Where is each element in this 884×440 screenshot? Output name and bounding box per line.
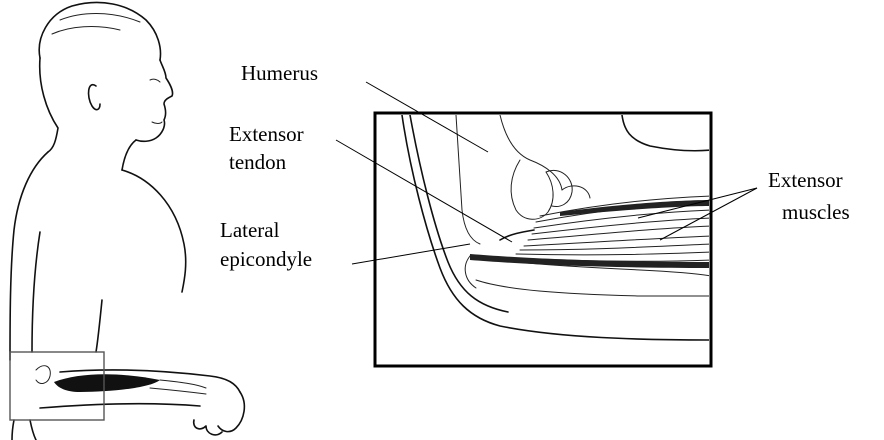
label-humerus: Humerus — [241, 60, 318, 86]
label-lateral-epicondyle-line2: epicondyle — [220, 246, 312, 272]
label-extensor-muscles-line2: muscles — [782, 199, 850, 225]
label-extensor-tendon-line2: tendon — [229, 149, 286, 175]
label-extensor-muscles-line1: Extensor — [768, 167, 843, 193]
label-extensor-tendon-line1: Extensor — [229, 121, 304, 147]
label-lateral-epicondyle-line1: Lateral — [220, 217, 279, 243]
person-figure — [10, 2, 244, 440]
